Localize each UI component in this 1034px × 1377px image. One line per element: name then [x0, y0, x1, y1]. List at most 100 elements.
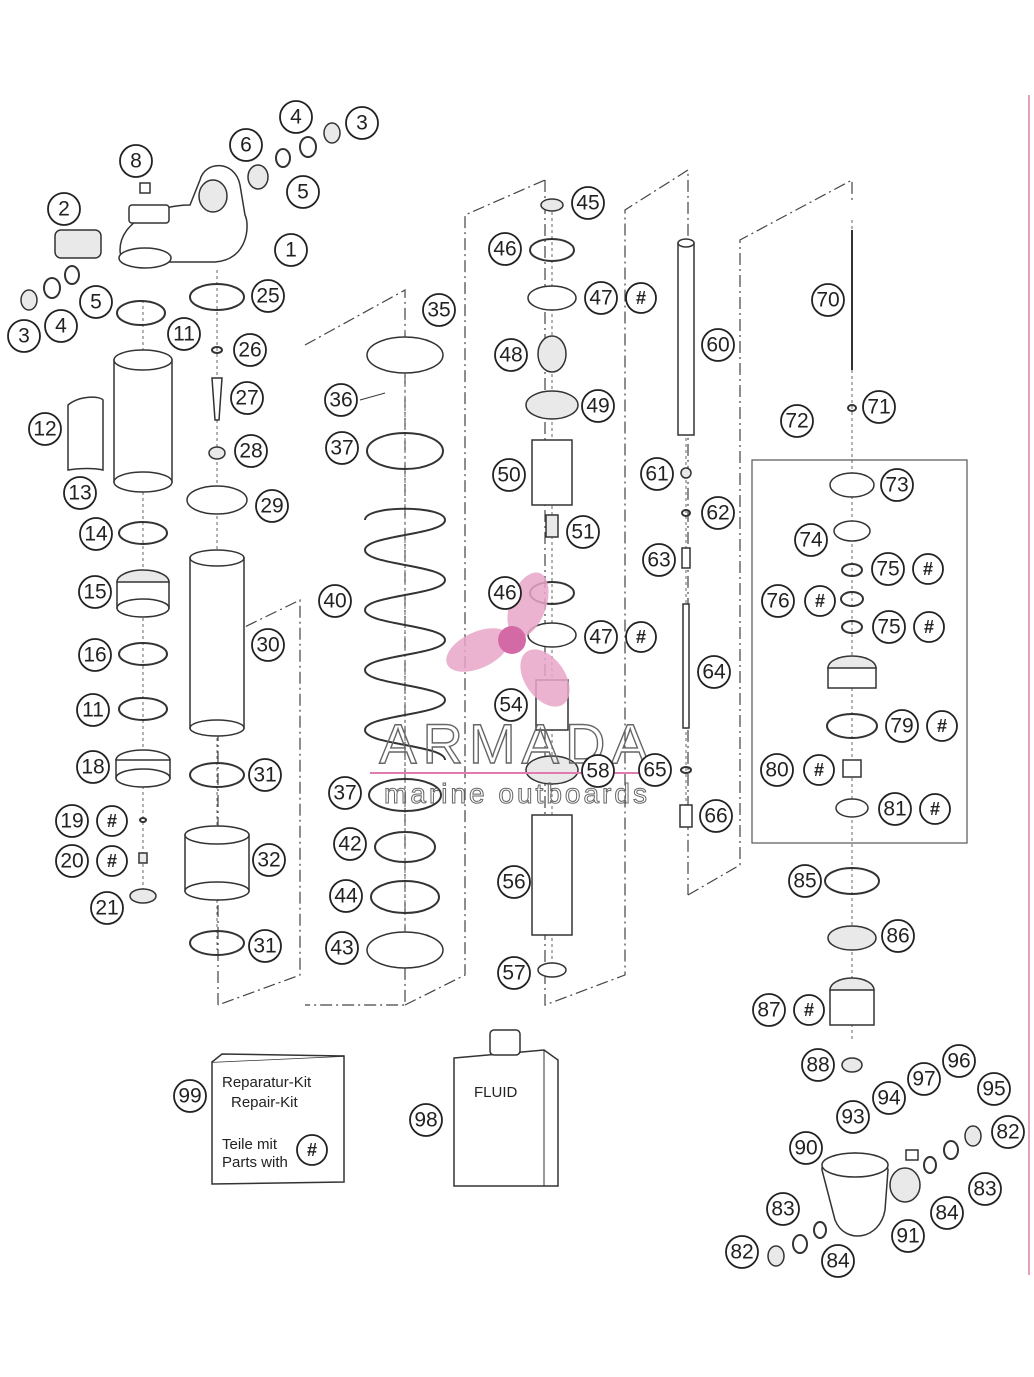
- callout-part-56: 56: [497, 865, 531, 899]
- callout-part-83: 83: [968, 1172, 1002, 1206]
- callout-number: 93: [841, 1106, 864, 1129]
- reservoir-stack: [67, 300, 173, 904]
- callout-number: 46: [493, 582, 516, 605]
- callout-number: 62: [706, 502, 729, 525]
- repair-kit-hash-marker: #: [96, 805, 128, 837]
- callout-number: 83: [973, 1178, 996, 1201]
- callout-number: 4: [290, 106, 302, 129]
- repair-kit-hash-marker: #: [793, 994, 825, 1026]
- hash-symbol: #: [107, 851, 117, 871]
- callout-number: 88: [806, 1054, 829, 1077]
- callout-number: 19: [60, 810, 83, 833]
- callout-part-47: 47: [584, 620, 618, 654]
- hash-symbol: #: [814, 760, 824, 780]
- callout-part-35: 35: [422, 293, 456, 327]
- callout-part-25: 25: [251, 279, 285, 313]
- callout-part-95: 95: [977, 1072, 1011, 1106]
- callout-part-88: 88: [801, 1048, 835, 1082]
- callout-part-90: 90: [789, 1131, 823, 1165]
- callout-part-80: 80: [760, 753, 794, 787]
- callout-number: 44: [334, 885, 358, 908]
- callout-part-49: 49: [581, 389, 615, 423]
- repair-kit-line3: Teile mit: [222, 1136, 278, 1153]
- callout-number: 27: [235, 387, 258, 410]
- callout-number: 3: [18, 325, 30, 348]
- callout-number: 11: [173, 323, 195, 346]
- callout-part-47: 47: [584, 281, 618, 315]
- callout-number: 11: [82, 699, 104, 722]
- callout-number: 56: [502, 871, 525, 894]
- callout-part-46: 46: [488, 576, 522, 610]
- spring-stack: [359, 336, 447, 969]
- callout-number: 35: [427, 299, 450, 322]
- callout-part-20: 20: [55, 844, 89, 878]
- callout-number: 28: [239, 440, 262, 463]
- callout-number: 16: [83, 644, 106, 667]
- fluid-label: FLUID: [474, 1084, 518, 1101]
- callout-part-62: 62: [701, 496, 735, 530]
- callout-number: 99: [178, 1085, 201, 1108]
- compression-stack: [751, 230, 968, 1073]
- callout-part-93: 93: [836, 1100, 870, 1134]
- callout-part-14: 14: [79, 517, 113, 551]
- callout-part-1: 1: [274, 233, 308, 267]
- hash-symbol: #: [930, 799, 940, 819]
- hash-symbol: #: [815, 591, 825, 611]
- callout-part-15: 15: [78, 575, 112, 609]
- callout-number: 45: [576, 192, 599, 215]
- callout-number: 36: [329, 389, 352, 412]
- hash-symbol: #: [924, 617, 934, 637]
- callout-part-66: 66: [699, 799, 733, 833]
- repair-kit-hash-marker: #: [625, 621, 657, 653]
- callout-part-75: 75: [872, 610, 906, 644]
- svg-text:#: #: [307, 1140, 317, 1160]
- callout-number: 40: [323, 590, 346, 613]
- repair-kit-line4: Parts with: [222, 1154, 288, 1171]
- callout-number: 98: [414, 1109, 437, 1132]
- callout-part-16: 16: [78, 638, 112, 672]
- callout-number: 31: [253, 935, 276, 958]
- callout-number: 46: [493, 238, 516, 261]
- callout-number: 30: [256, 634, 279, 657]
- callout-part-31: 31: [248, 758, 282, 792]
- callout-number: 48: [499, 344, 522, 367]
- callout-number: 76: [766, 590, 789, 613]
- callout-part-11: 11: [76, 693, 110, 727]
- callout-number: 29: [260, 495, 283, 518]
- callout-number: 54: [499, 694, 523, 717]
- callout-part-18: 18: [76, 750, 110, 784]
- callout-part-65: 65: [638, 753, 672, 787]
- callout-number: 20: [60, 850, 83, 873]
- callout-part-75: 75: [871, 552, 905, 586]
- callout-number: 73: [885, 474, 908, 497]
- callout-part-84: 84: [821, 1244, 855, 1278]
- callout-number: 79: [890, 715, 913, 738]
- callout-number: 8: [130, 150, 142, 173]
- callout-number: 87: [757, 999, 780, 1022]
- callout-number: 13: [68, 482, 91, 505]
- callout-number: 82: [730, 1241, 753, 1264]
- callout-part-91: 91: [891, 1219, 925, 1253]
- callout-part-57: 57: [497, 956, 531, 990]
- callout-part-13: 13: [63, 476, 97, 510]
- callout-number: 15: [83, 581, 106, 604]
- callout-part-60: 60: [701, 328, 735, 362]
- repair-kit-hash-marker: #: [919, 793, 951, 825]
- callout-part-32: 32: [252, 843, 286, 877]
- callout-part-99: 99: [173, 1079, 207, 1113]
- callout-part-4: 4: [279, 100, 313, 134]
- callout-part-11: 11: [167, 317, 201, 351]
- callout-number: 21: [95, 897, 118, 920]
- callout-part-44: 44: [329, 879, 363, 913]
- part-number-callouts: 1233445568111112131415161819#20#21252627…: [7, 100, 1025, 1278]
- piston-rod-stack: [677, 238, 695, 828]
- callout-part-26: 26: [233, 333, 267, 367]
- callout-part-76: 76: [761, 584, 795, 618]
- callout-number: 71: [867, 396, 890, 419]
- callout-number: 42: [338, 833, 361, 856]
- callout-number: 2: [58, 198, 70, 221]
- callout-number: 65: [643, 759, 666, 782]
- callout-number: 26: [238, 339, 261, 362]
- callout-part-5: 5: [79, 285, 113, 319]
